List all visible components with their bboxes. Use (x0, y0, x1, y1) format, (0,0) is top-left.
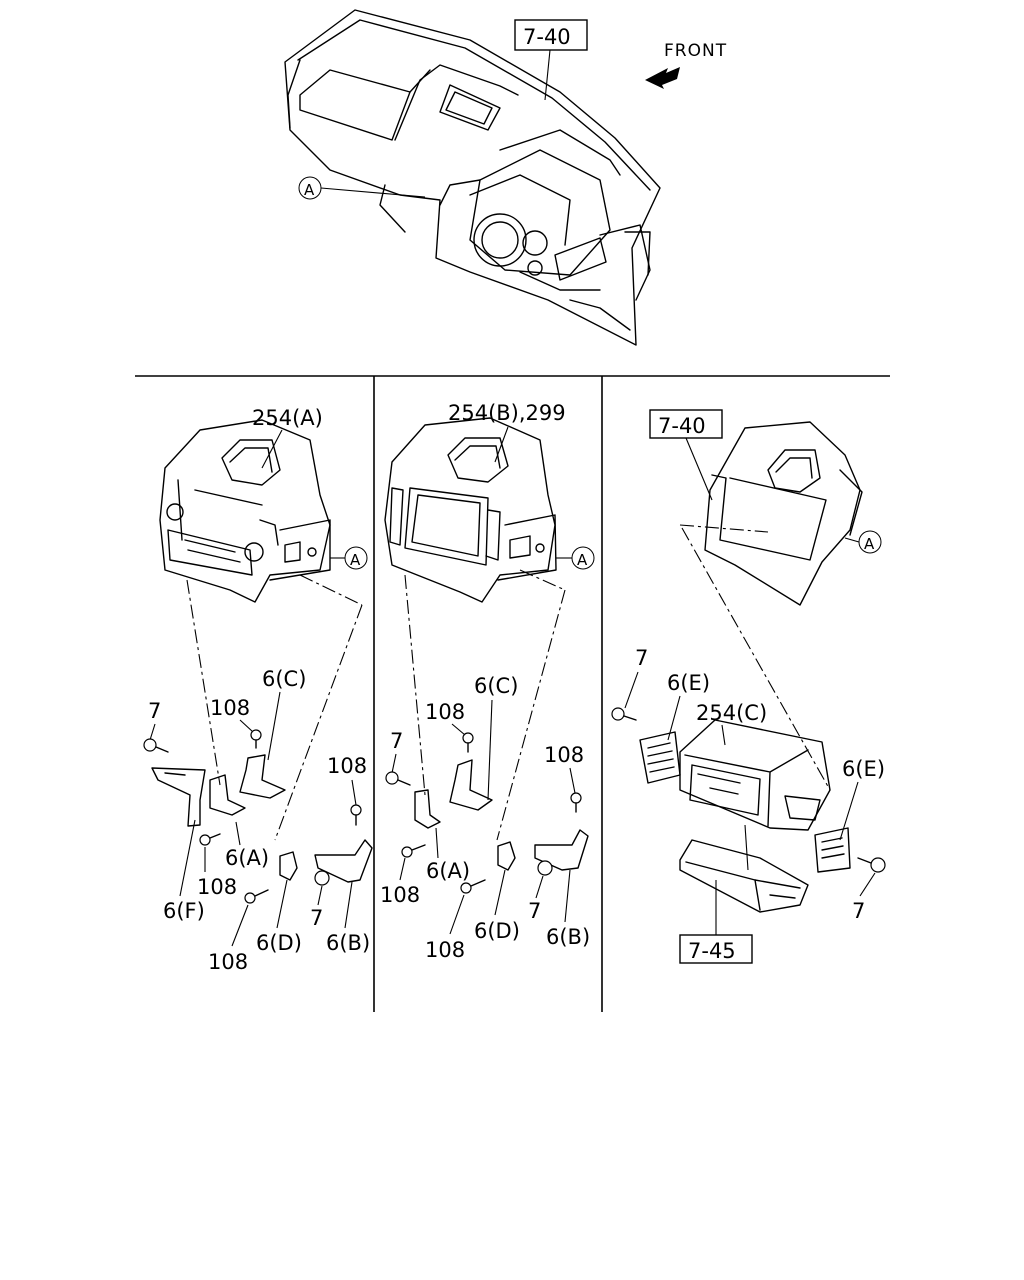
label-6d-p1: 6(D) (256, 931, 302, 955)
ref-label-7-40-p3: 7-40 (658, 414, 706, 438)
label-7-p3-left: 7 (635, 646, 648, 670)
circle-a-label-p1: A (350, 551, 361, 569)
label-108-p2-mid: 108 (380, 883, 420, 907)
label-6f: 6(F) (163, 899, 205, 923)
ref-box-7-40-top (514, 19, 588, 51)
label-6a-p1: 6(A) (225, 846, 269, 870)
instrument-panel-drawing (284, 9, 661, 346)
title-254b: 254(B),299 (448, 401, 566, 425)
ref-label-7-45: 7-45 (688, 939, 736, 963)
label-6e-left: 6(E) (667, 671, 710, 695)
label-6b-p2: 6(B) (546, 925, 590, 949)
label-108-p2-right: 108 (544, 743, 584, 767)
label-6c-p2: 6(C) (474, 674, 518, 698)
label-7-p1-center: 7 (310, 906, 323, 930)
ref-label-7-40-top: 7-40 (523, 25, 571, 49)
label-7-p2: 7 (390, 729, 403, 753)
label-108-p1-mid: 108 (197, 875, 237, 899)
label-254c: 254(C) (696, 701, 767, 725)
circle-a-label-p3: A (864, 535, 875, 553)
circle-a-label-p2: A (577, 551, 588, 569)
circle-a-label-top: A (304, 181, 315, 199)
panel-254c: 7-40 A 254(C) 6(E) 7 (611, 409, 886, 964)
label-7-p1-left: 7 (148, 699, 161, 723)
front-arrow-icon (645, 67, 680, 89)
label-7-p3-right: 7 (852, 899, 865, 923)
title-254a: 254(A) (252, 406, 323, 430)
ref-box-7-40-p3 (649, 409, 723, 439)
label-7-p2-center: 7 (528, 899, 541, 923)
label-6c-p1: 6(C) (262, 667, 306, 691)
label-108-p1-bottom: 108 (208, 950, 248, 974)
label-6e-right: 6(E) (842, 757, 885, 781)
label-6b-p1: 6(B) (326, 931, 370, 955)
label-108-p1-top: 108 (210, 696, 250, 720)
label-6d-p2: 6(D) (474, 919, 520, 943)
label-108-p2-bottom: 108 (425, 938, 465, 962)
panel-254b: 254(B),299 A 6(C) 108 6(A) 7 (380, 401, 595, 962)
panel-254a: 254(A) A 6(C) 108 6( (143, 406, 373, 974)
label-6a-p2: 6(A) (426, 859, 470, 883)
front-label: FRONT (664, 41, 727, 61)
label-108-p1-right: 108 (327, 754, 367, 778)
label-108-p2-top: 108 (425, 700, 465, 724)
